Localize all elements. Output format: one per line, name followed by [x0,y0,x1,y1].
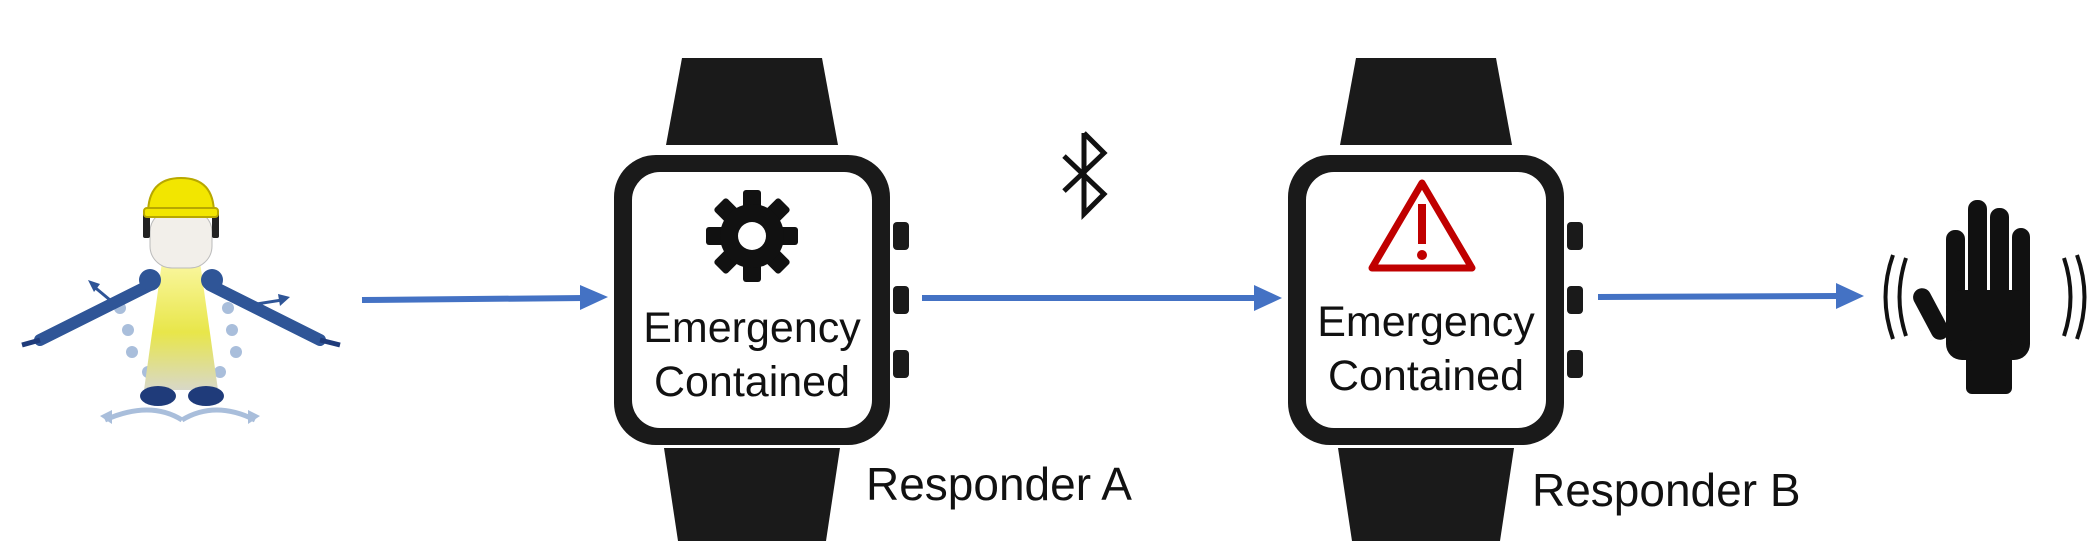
arrow-watch-b-to-hand [1597,283,1864,309]
smartwatch-responder-b: Emergency Contained [1288,58,1583,541]
watch-strap-top [1340,58,1512,145]
watch-button-middle [1567,286,1583,314]
bluetooth-icon [1062,131,1108,221]
watch-b-screen-line1: Emergency [1317,298,1535,346]
watch-b-screen-line2: Contained [1328,352,1524,400]
watch-strap-top [666,58,838,145]
watch-button-middle [893,286,909,314]
caption-responder-b: Responder B [1532,464,1801,516]
vibrating-hand-icon [1883,200,2087,394]
watch-screen [632,172,872,428]
gear-icon [706,190,798,282]
smartwatch-responder-a: Emergency Contained [614,58,909,541]
watch-a-screen-line2: Contained [654,358,850,406]
watch-button-top [1567,222,1583,250]
watch-button-bottom [1567,350,1583,378]
watch-screen [1306,172,1546,428]
watch-button-bottom [893,350,909,378]
worker-figure-icon [21,176,341,424]
watch-a-screen-line1: Emergency [643,304,861,352]
arrow-watch-a-to-watch-b [922,285,1282,311]
watch-strap-bottom [664,448,840,541]
caption-responder-a: Responder A [866,458,1132,510]
watch-strap-bottom [1338,448,1514,541]
watch-button-top [893,222,909,250]
arrow-worker-to-watch-a [361,285,608,310]
warning-triangle-icon [1368,179,1476,272]
